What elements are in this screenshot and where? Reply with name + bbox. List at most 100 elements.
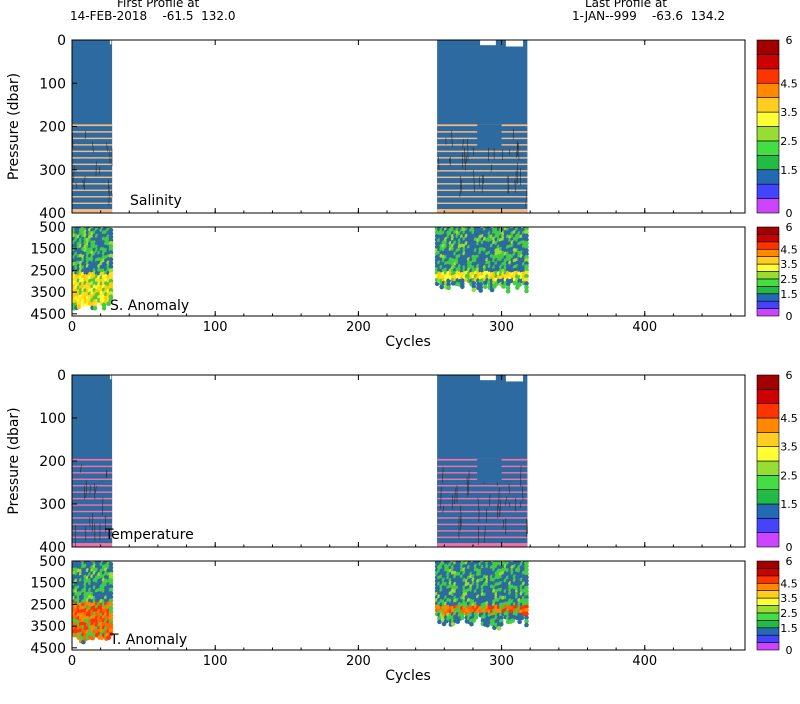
data-point (497, 626, 502, 631)
y-tick-label: 200 (39, 454, 66, 470)
colorbar-label: 6 (786, 221, 793, 234)
colorbar-label: 3.5 (780, 258, 798, 271)
colorbar-label: 0 (786, 644, 793, 657)
colorbar-swatch (757, 613, 779, 620)
colorbar-swatch (757, 309, 779, 316)
x-tick-label: 400 (632, 654, 657, 669)
sample-stripe (437, 525, 527, 530)
y-tick-label: 0 (57, 368, 66, 384)
data-point (460, 615, 465, 620)
colorbar-swatch (757, 83, 779, 97)
plot-area (72, 375, 528, 547)
y-tick-label: 0 (57, 33, 66, 49)
y-tick-label: 500 (39, 554, 66, 570)
colorbar-label: 6 (786, 369, 793, 382)
data-point (446, 286, 451, 291)
colorbar-swatch (757, 227, 779, 234)
data-point (517, 620, 522, 625)
y-tick-label: 100 (39, 411, 66, 427)
y-tick-label: 200 (39, 120, 66, 136)
colorbar-swatch (757, 447, 779, 461)
colorbar-label: 0 (786, 207, 793, 220)
missing-data (480, 40, 496, 45)
x-tick-label: 0 (68, 654, 76, 669)
x-tick-label: 100 (203, 654, 228, 669)
sample-stripe (437, 499, 527, 504)
colorbar-swatch (757, 461, 779, 475)
colorbar-label: 4.5 (780, 412, 798, 425)
sample-stripe (437, 198, 527, 203)
colorbar-swatch (757, 598, 779, 605)
data-point (506, 289, 511, 294)
sample-stripe (72, 146, 112, 151)
panel-label: T. Anomaly (109, 632, 187, 648)
colorbar-swatch (757, 375, 779, 389)
colorbar-swatch (757, 475, 779, 489)
sample-stripe (437, 204, 527, 209)
colorbar-label: 0 (786, 310, 793, 323)
colorbar-label: 4.5 (780, 77, 798, 90)
colorbar-swatch (757, 112, 779, 126)
sample-stripe (72, 133, 112, 138)
data-point (471, 288, 476, 293)
colorbar-label: 2.5 (780, 607, 798, 620)
x-tick-label: 200 (346, 320, 371, 335)
data-point (460, 284, 465, 289)
data-point (437, 620, 442, 625)
sample-stripe (72, 467, 112, 472)
colorbar: 01.52.53.54.56 (757, 221, 798, 323)
colorbar-swatch (757, 127, 779, 141)
sample-stripe (72, 185, 112, 190)
colorbar-label: 0 (786, 541, 793, 554)
colorbar-swatch (757, 301, 779, 308)
y-tick-label: 300 (39, 163, 66, 179)
sample-stripe (437, 152, 527, 157)
x-tick-label: 300 (489, 320, 514, 335)
colorbar-swatch (757, 242, 779, 249)
data-point (102, 306, 107, 311)
sample-stripe (72, 165, 112, 170)
y-tick-label: 4500 (30, 307, 66, 323)
profile-step (477, 124, 501, 148)
colorbar-swatch (757, 98, 779, 112)
sample-stripe (437, 538, 527, 543)
sample-stripe (72, 191, 112, 196)
y-tick-label: 500 (39, 220, 66, 236)
colorbar-swatch (757, 279, 779, 286)
colorbar: 01.52.53.54.56 (757, 369, 798, 554)
colorbar-swatch (757, 583, 779, 590)
x-tick-label: 100 (203, 320, 228, 335)
colorbar-label: 1.5 (780, 622, 798, 635)
y-tick-label: 3500 (30, 619, 66, 635)
colorbar-swatch (757, 199, 779, 213)
colorbar-swatch (757, 504, 779, 518)
y-tick-label: 3500 (30, 285, 66, 301)
colorbar-swatch (757, 576, 779, 583)
colorbar-label: 1.5 (780, 288, 798, 301)
colorbar-swatch (757, 635, 779, 642)
missing-data (506, 40, 523, 46)
colorbar-swatch (757, 404, 779, 418)
colorbar-label: 4.5 (780, 577, 798, 590)
y-tick-label: 300 (39, 497, 66, 513)
first-profile-info: 14-FEB-2018 -61.5 132.0 (70, 10, 235, 23)
colorbar-label: 2.5 (780, 469, 798, 482)
colorbar-swatch (757, 141, 779, 155)
colorbar-swatch (757, 389, 779, 403)
sample-stripe (72, 499, 112, 504)
colorbar-swatch (757, 257, 779, 264)
colorbar-label: 6 (786, 555, 793, 568)
x-tick-label: 400 (632, 320, 657, 335)
colorbar-label: 6 (786, 34, 793, 47)
colorbar-swatch (757, 264, 779, 271)
colorbar-swatch (757, 628, 779, 635)
profile-step (477, 459, 501, 483)
colorbar-swatch (757, 418, 779, 432)
sample-stripe (72, 172, 112, 177)
colorbar: 01.52.53.54.56 (757, 555, 798, 657)
sample-stripe (72, 198, 112, 203)
